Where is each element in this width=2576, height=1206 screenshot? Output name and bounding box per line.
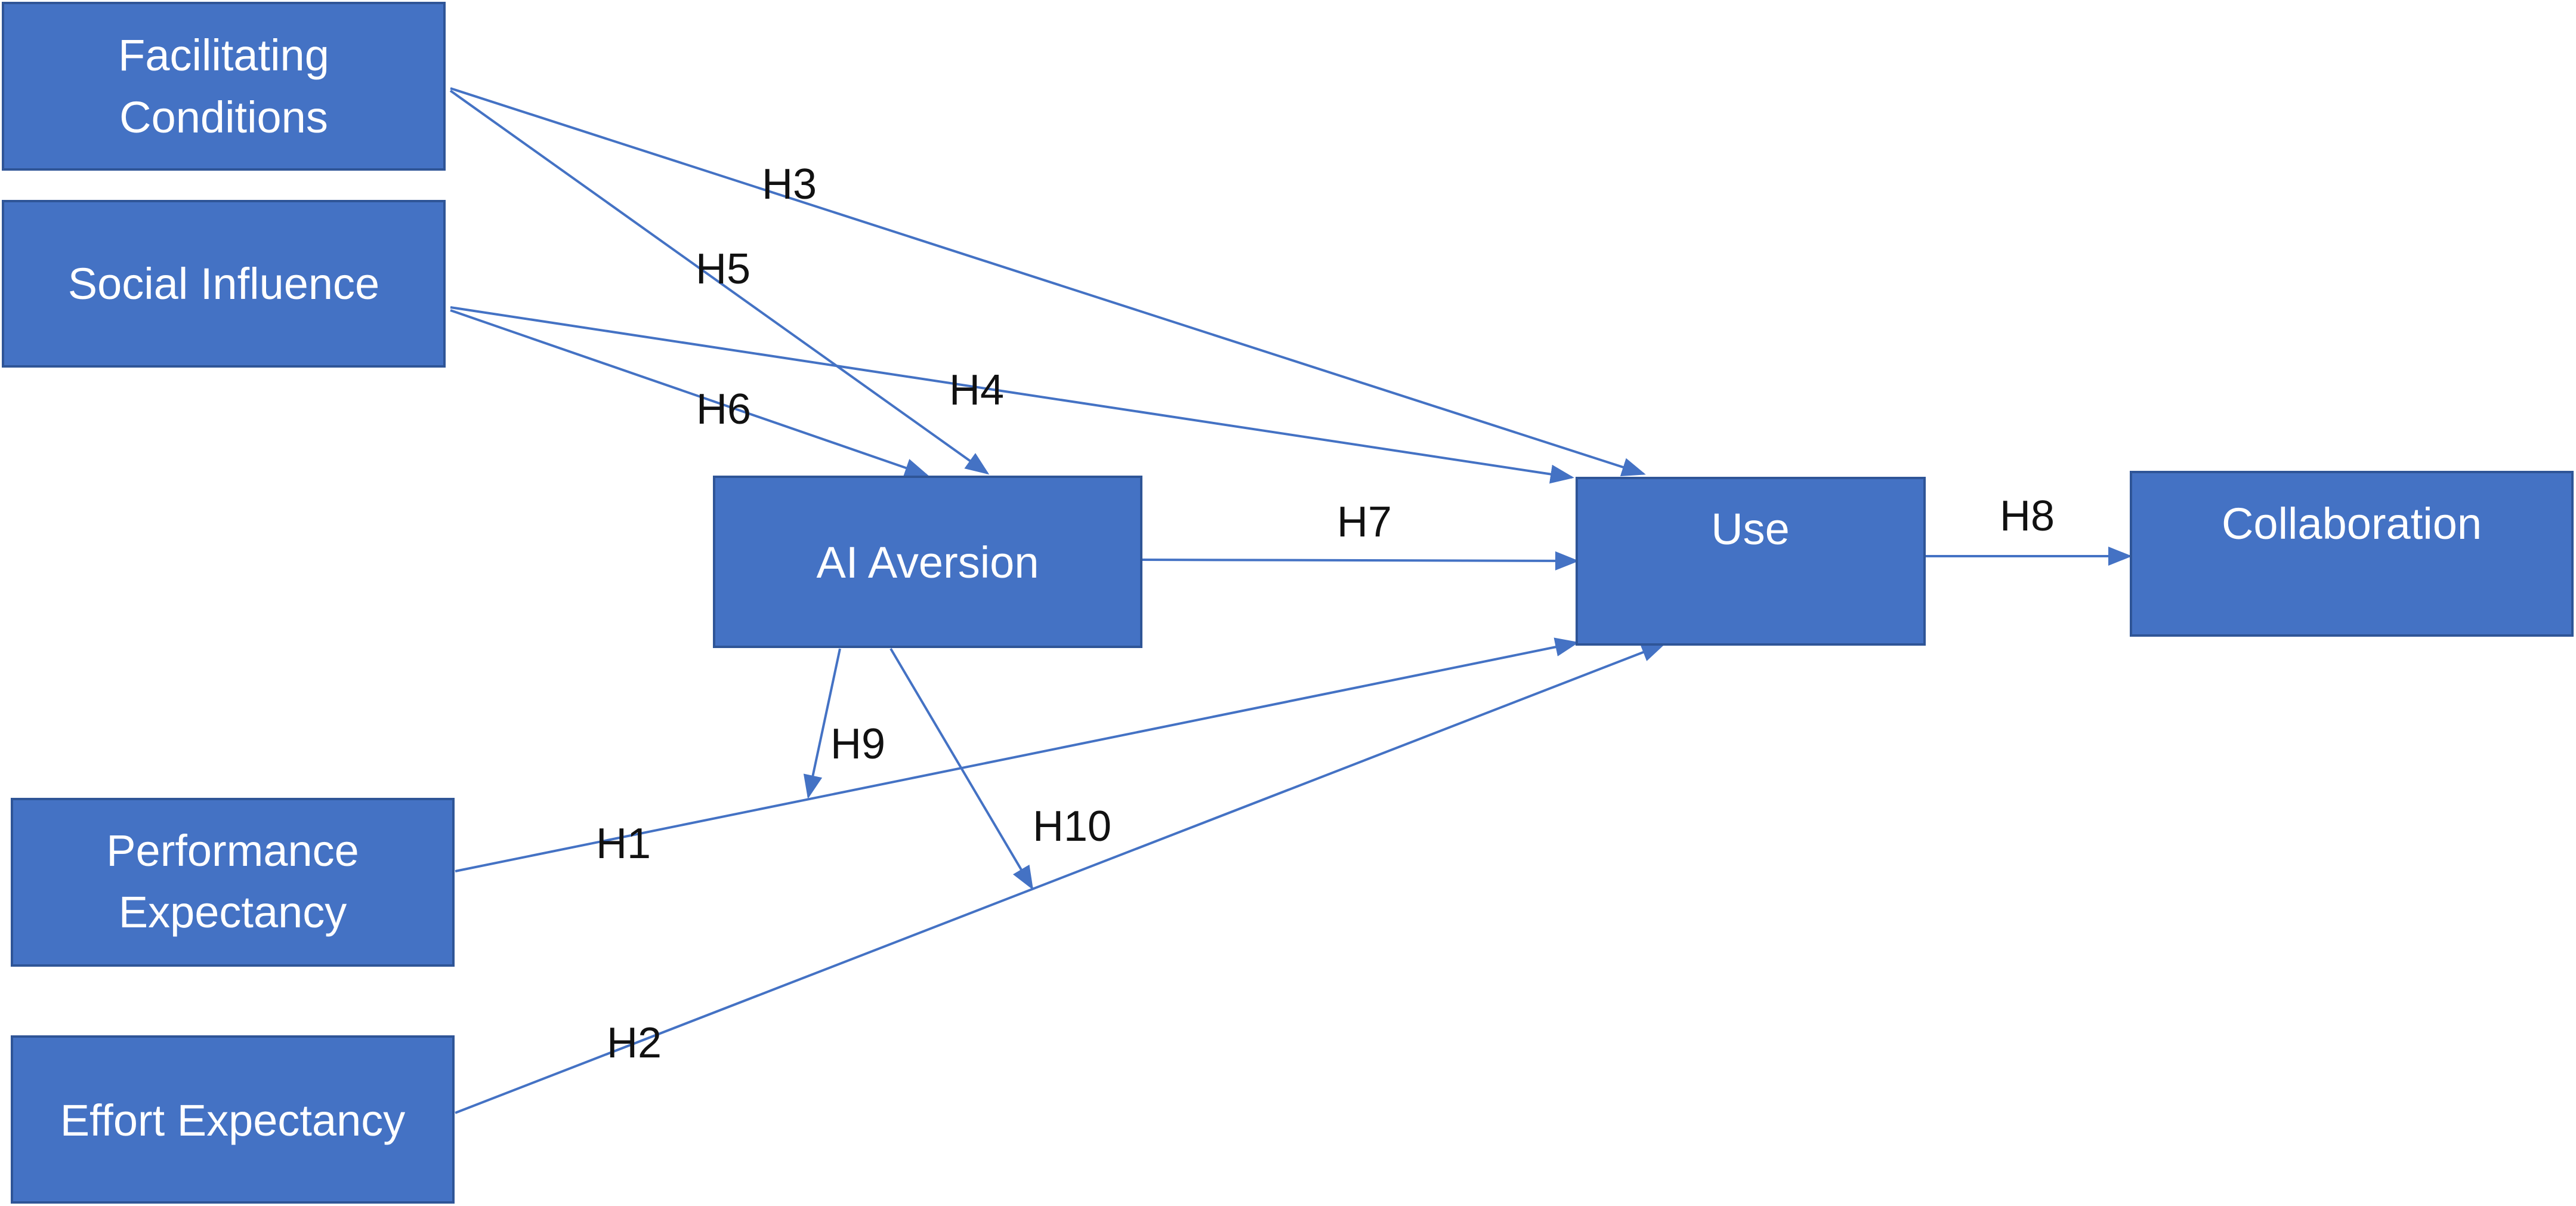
node-collaboration: Collaboration (2130, 471, 2574, 637)
node-ai-aversion: AI Aversion (713, 476, 1142, 648)
node-performance-expectancy-line1: Performance (106, 826, 359, 875)
arrow-h6 (450, 309, 929, 477)
node-performance-expectancy: Performance Expectancy (11, 798, 455, 967)
edge-label-h5: H5 (696, 245, 750, 293)
edge-label-h1: H1 (596, 820, 651, 868)
node-social-influence-label: Social Influence (68, 259, 379, 309)
edge-h7: H7 (1142, 498, 1579, 570)
node-facilitating-conditions-line2: Conditions (119, 92, 328, 142)
node-use: Use (1576, 477, 1926, 646)
node-collaboration-label: Collaboration (2222, 499, 2482, 548)
edge-label-h6: H6 (696, 385, 751, 433)
arrow-h10 (889, 647, 1034, 890)
arrow-h9 (803, 648, 841, 799)
arrow-h2 (455, 643, 1666, 1114)
node-ai-aversion-label: AI Aversion (817, 538, 1039, 587)
node-performance-expectancy-line2: Expectancy (119, 887, 347, 937)
edge-h1: H1 (455, 637, 1579, 872)
arrow-h5 (449, 90, 990, 475)
edge-h3: H3 (450, 87, 1646, 477)
edge-label-h3: H3 (762, 161, 817, 208)
edge-label-h10: H10 (1033, 803, 1111, 850)
node-effort-expectancy: Effort Expectancy (11, 1035, 455, 1204)
edge-label-h2: H2 (607, 1019, 662, 1067)
edge-h4: H4 (450, 306, 1574, 484)
node-facilitating-conditions-line1: Facilitating (118, 30, 329, 80)
edge-label-h7: H7 (1337, 498, 1392, 546)
edge-label-h9: H9 (830, 720, 885, 768)
edge-label-h4: H4 (949, 366, 1004, 414)
edge-h6: H6 (450, 309, 929, 477)
node-social-influence: Social Influence (2, 200, 446, 368)
edge-h8: H8 (1926, 492, 2132, 566)
node-facilitating-conditions: Facilitating Conditions (2, 2, 446, 171)
arrow-h1 (455, 637, 1579, 872)
edge-h5: H5 (449, 90, 990, 475)
node-effort-expectancy-label: Effort Expectancy (60, 1096, 406, 1145)
edge-h9: H9 (803, 648, 885, 799)
edge-h2: H2 (455, 643, 1666, 1114)
node-use-label: Use (1711, 504, 1790, 554)
edge-label-h8: H8 (2000, 492, 2055, 540)
arrow-h7 (1142, 551, 1579, 570)
edge-h10: H10 (889, 647, 1111, 890)
arrow-h3 (450, 87, 1646, 477)
arrow-h4 (450, 306, 1574, 484)
